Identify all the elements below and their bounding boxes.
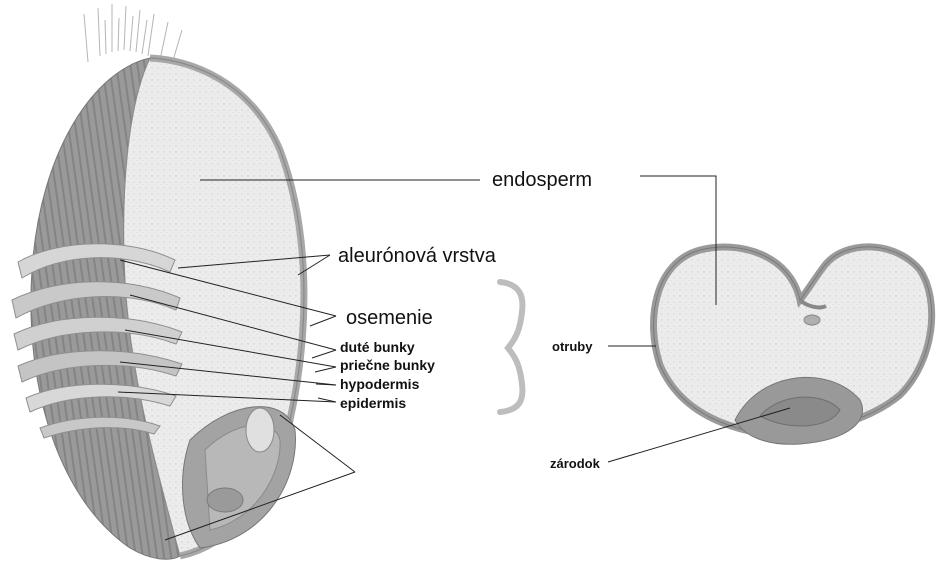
label-aleurone-layer: aleurónová vrstva <box>338 245 497 267</box>
label-bran: otruby <box>552 339 593 354</box>
label-endosperm: endosperm <box>492 169 592 191</box>
longitudinal-grain-section <box>12 4 304 559</box>
label-hypodermis: hypodermis <box>340 376 420 392</box>
label-epidermis: epidermis <box>340 395 406 411</box>
bran-brace <box>500 282 522 412</box>
label-germ: zárodok <box>550 456 601 471</box>
label-cross-cells: priečne bunky <box>340 357 435 373</box>
grain-brush-hairs <box>84 4 182 64</box>
transverse-grain-section <box>653 247 931 444</box>
label-seed-coat: osemenie <box>346 307 433 329</box>
label-tube-cells: duté bunky <box>340 339 415 355</box>
